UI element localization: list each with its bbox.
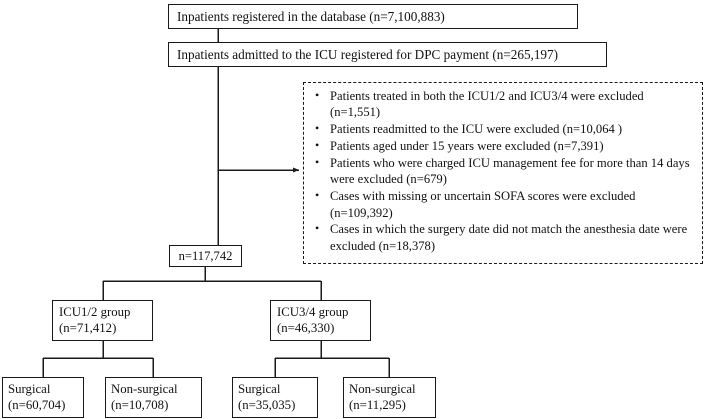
node-registered-text: Inpatients registered in the database (n… (177, 8, 445, 24)
bullet-icon: • (315, 188, 320, 203)
node-icu34-nonsurgical-label: Non-surgical (349, 382, 416, 397)
node-icu-dpc-text: Inpatients admitted to the ICU registere… (177, 46, 559, 62)
excluded-item-text: Cases with missing or uncertain SOFA sco… (330, 189, 636, 220)
excluded-item-text: Patients readmitted to the ICU were excl… (330, 122, 623, 137)
node-icu12-nonsurgical-label: Non-surgical (111, 382, 178, 397)
excluded-item: • Patients aged under 15 years were excl… (308, 138, 696, 154)
node-total-cohort: n=117,742 (169, 245, 242, 267)
node-icu12-surgical-label: Surgical (8, 382, 51, 397)
node-icu34-surgical: Surgical (n=35,035) (232, 377, 318, 418)
excluded-item: • Cases with missing or uncertain SOFA s… (308, 188, 696, 221)
bullet-icon: • (315, 154, 320, 169)
node-icu12-label: ICU1/2 group (59, 305, 131, 320)
node-icu12-surgical: Surgical (n=60,704) (2, 377, 84, 418)
node-icu12-nonsurgical-count: (n=10,708) (111, 397, 169, 412)
excluded-item: • Patients who were charged ICU manageme… (308, 155, 696, 188)
excluded-criteria-list: • Patients treated in both the ICU1/2 an… (308, 88, 696, 254)
excluded-item-text: Patients treated in both the ICU1/2 and … (330, 89, 644, 120)
bullet-icon: • (315, 221, 320, 236)
bullet-icon: • (315, 121, 320, 136)
bullet-icon: • (315, 138, 320, 153)
excluded-item: • Patients treated in both the ICU1/2 an… (308, 88, 696, 121)
node-icu12-nonsurgical: Non-surgical (n=10,708) (105, 377, 202, 418)
excluded-item-text: Cases in which the surgery date did not … (330, 222, 688, 253)
node-inpatients-icu-dpc: Inpatients admitted to the ICU registere… (168, 42, 607, 67)
node-icu34-surgical-count: (n=35,035) (238, 397, 296, 412)
node-icu12-count: (n=71,412) (59, 320, 117, 335)
node-icu34-nonsurgical: Non-surgical (n=11,295) (343, 377, 436, 418)
node-icu34-nonsurgical-count: (n=11,295) (349, 397, 406, 412)
bullet-icon: • (315, 88, 320, 102)
node-icu34-label: ICU3/4 group (277, 305, 349, 320)
excluded-item-text: Patients who were charged ICU management… (330, 155, 690, 187)
node-icu34-surgical-label: Surgical (238, 382, 281, 397)
node-icu34-group: ICU3/4 group (n=46,330) (270, 300, 371, 341)
node-inpatients-registered: Inpatients registered in the database (n… (168, 4, 578, 29)
excluded-criteria-panel: • Patients treated in both the ICU1/2 an… (303, 82, 703, 264)
excluded-item: • Cases in which the surgery date did no… (308, 221, 696, 254)
node-icu12-group: ICU1/2 group (n=71,412) (52, 300, 153, 341)
node-total-text: n=117,742 (178, 248, 233, 263)
excluded-item-text: Patients aged under 15 years were exclud… (330, 139, 604, 154)
node-icu12-surgical-count: (n=60,704) (8, 397, 66, 412)
node-icu34-count: (n=46,330) (277, 320, 335, 335)
excluded-item: • Patients readmitted to the ICU were ex… (308, 121, 696, 137)
